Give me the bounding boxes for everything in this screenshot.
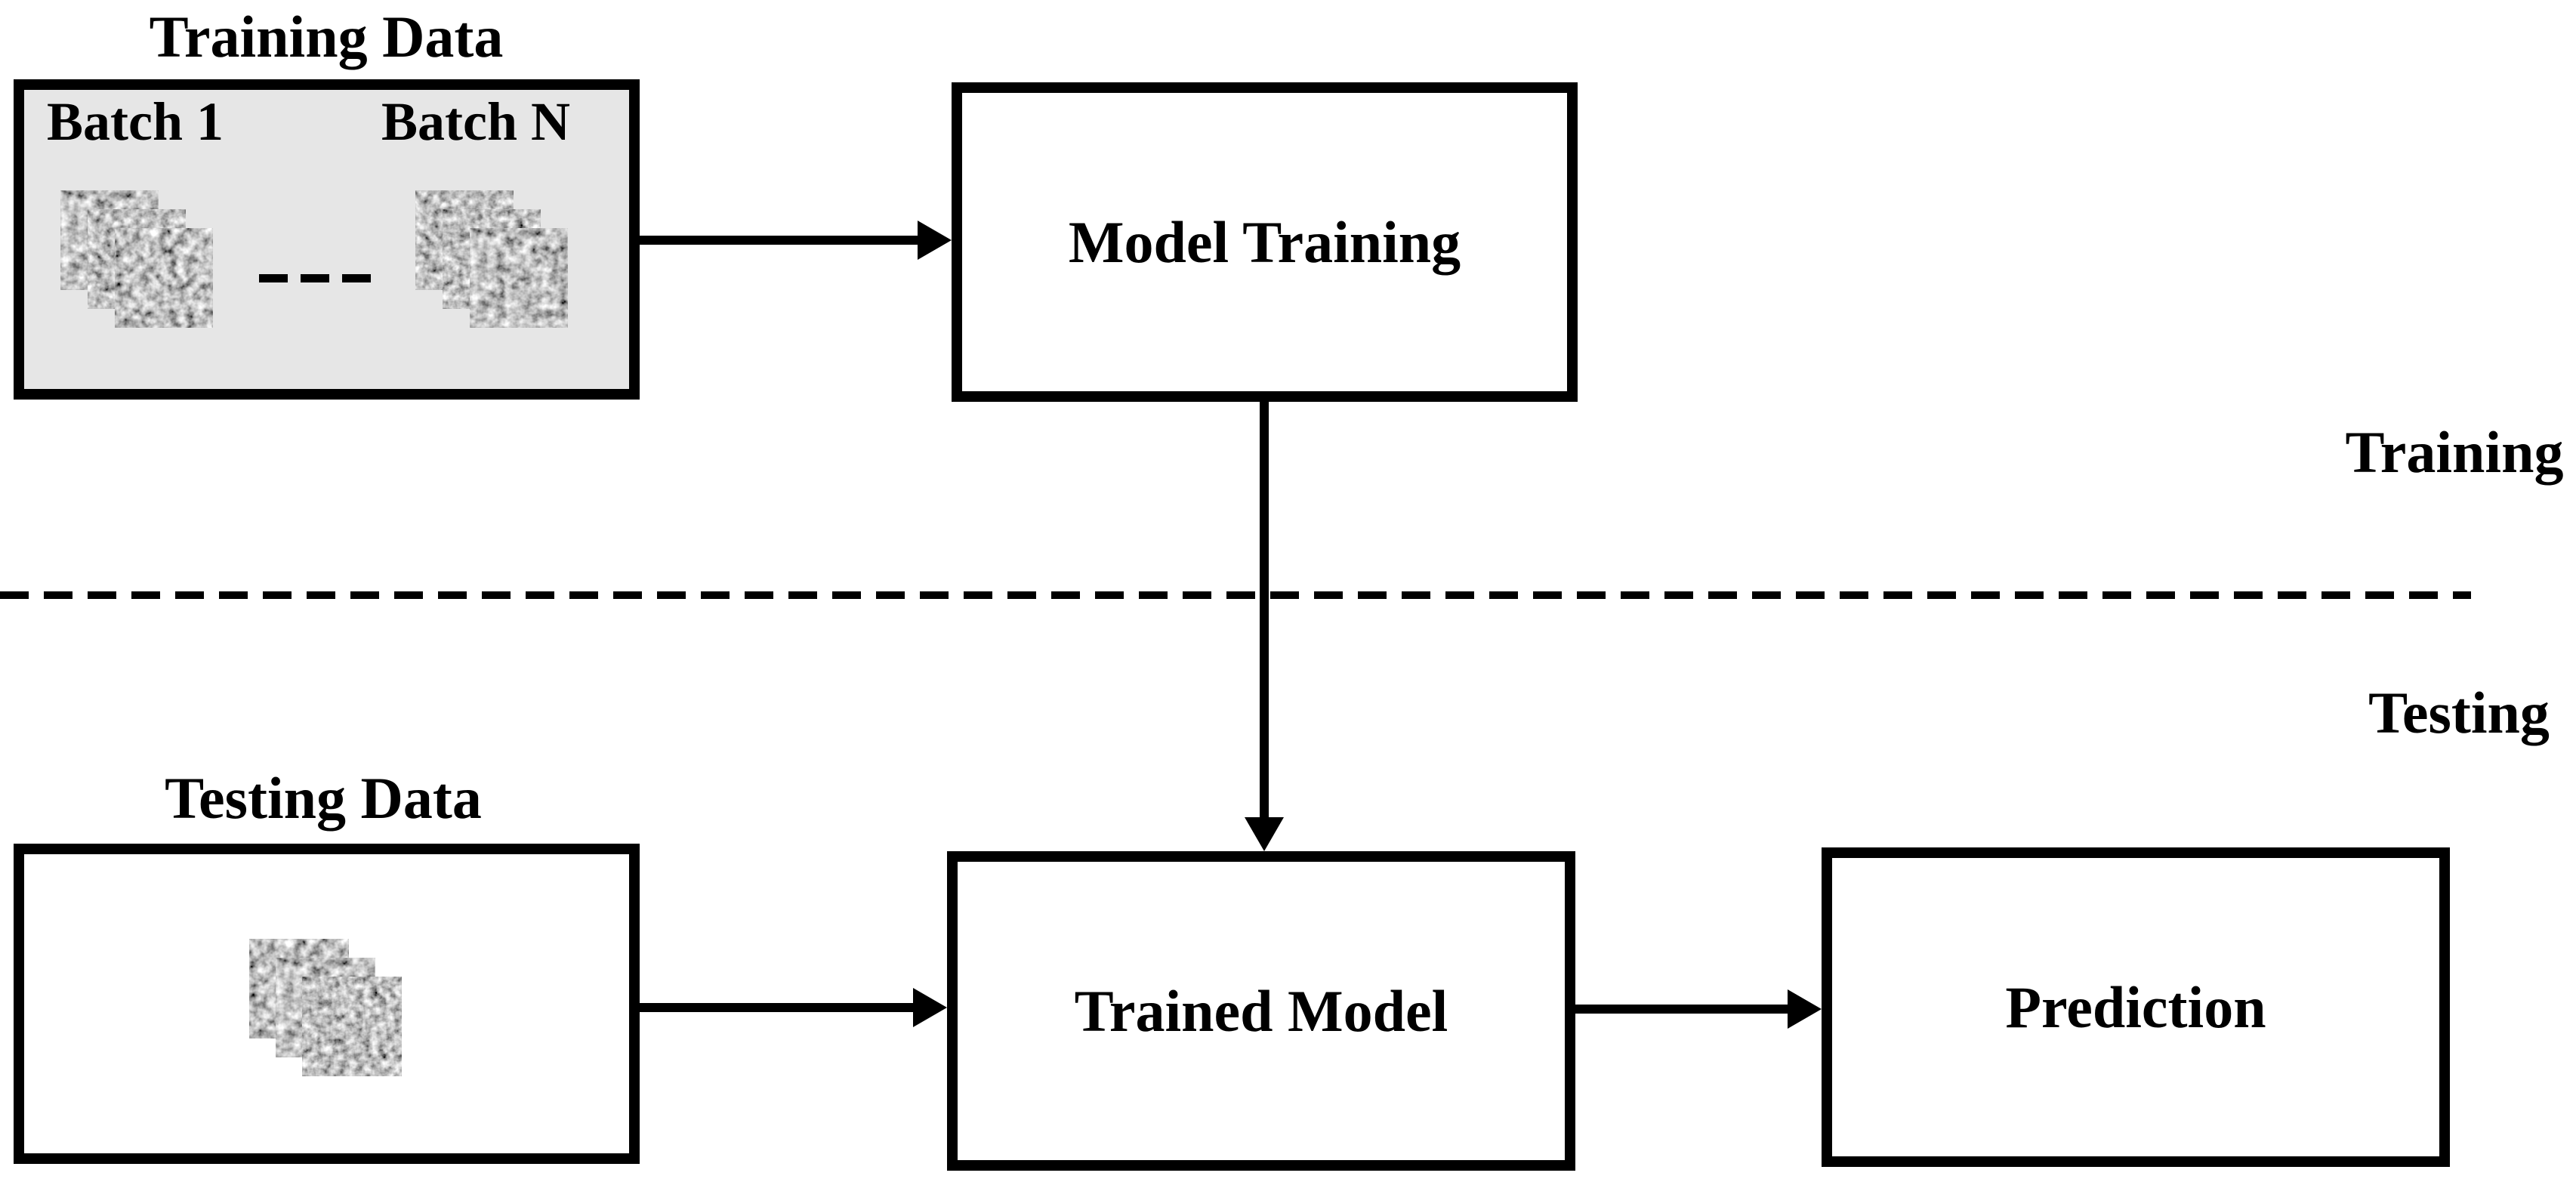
testing-data-title: Testing Data [165,765,482,831]
arrow-model-training-to-trained-model [1260,402,1269,817]
arrowhead-right-icon [913,988,947,1027]
batch-1-image-stack [60,190,213,328]
training-data-title: Training Data [149,4,504,69]
noisy-image-thumbnail [302,977,402,1076]
arrow-training-data-to-model-training [640,236,918,245]
testing-data-box [14,844,640,1164]
model-training-box: Model Training [952,82,1578,402]
batch-ellipsis-dashes-icon [259,274,371,282]
arrow-trained-model-to-prediction [1575,1005,1788,1014]
testing-image-stack [249,939,402,1076]
batch-n-label: Batch N [381,91,570,152]
batch-n-image-stack [415,190,568,328]
training-section-label: Training [2345,419,2564,485]
arrowhead-right-icon [918,221,952,260]
prediction-box: Prediction [1822,847,2450,1167]
arrowhead-down-icon [1245,817,1284,851]
noisy-image-thumbnail [115,228,213,328]
trained-model-box: Trained Model [947,851,1575,1171]
arrowhead-right-icon [1788,989,1822,1029]
noisy-image-thumbnail [470,228,568,328]
batch-1-label: Batch 1 [47,91,224,152]
model-training-label: Model Training [1068,208,1461,275]
arrow-testing-data-to-trained-model [640,1003,913,1012]
testing-section-label: Testing [2368,680,2550,745]
train-test-separator-dashed-line [0,591,2471,599]
prediction-label: Prediction [2005,974,2266,1040]
trained-model-label: Trained Model [1074,977,1448,1044]
training-data-box: Batch 1 Batch N [14,79,640,400]
